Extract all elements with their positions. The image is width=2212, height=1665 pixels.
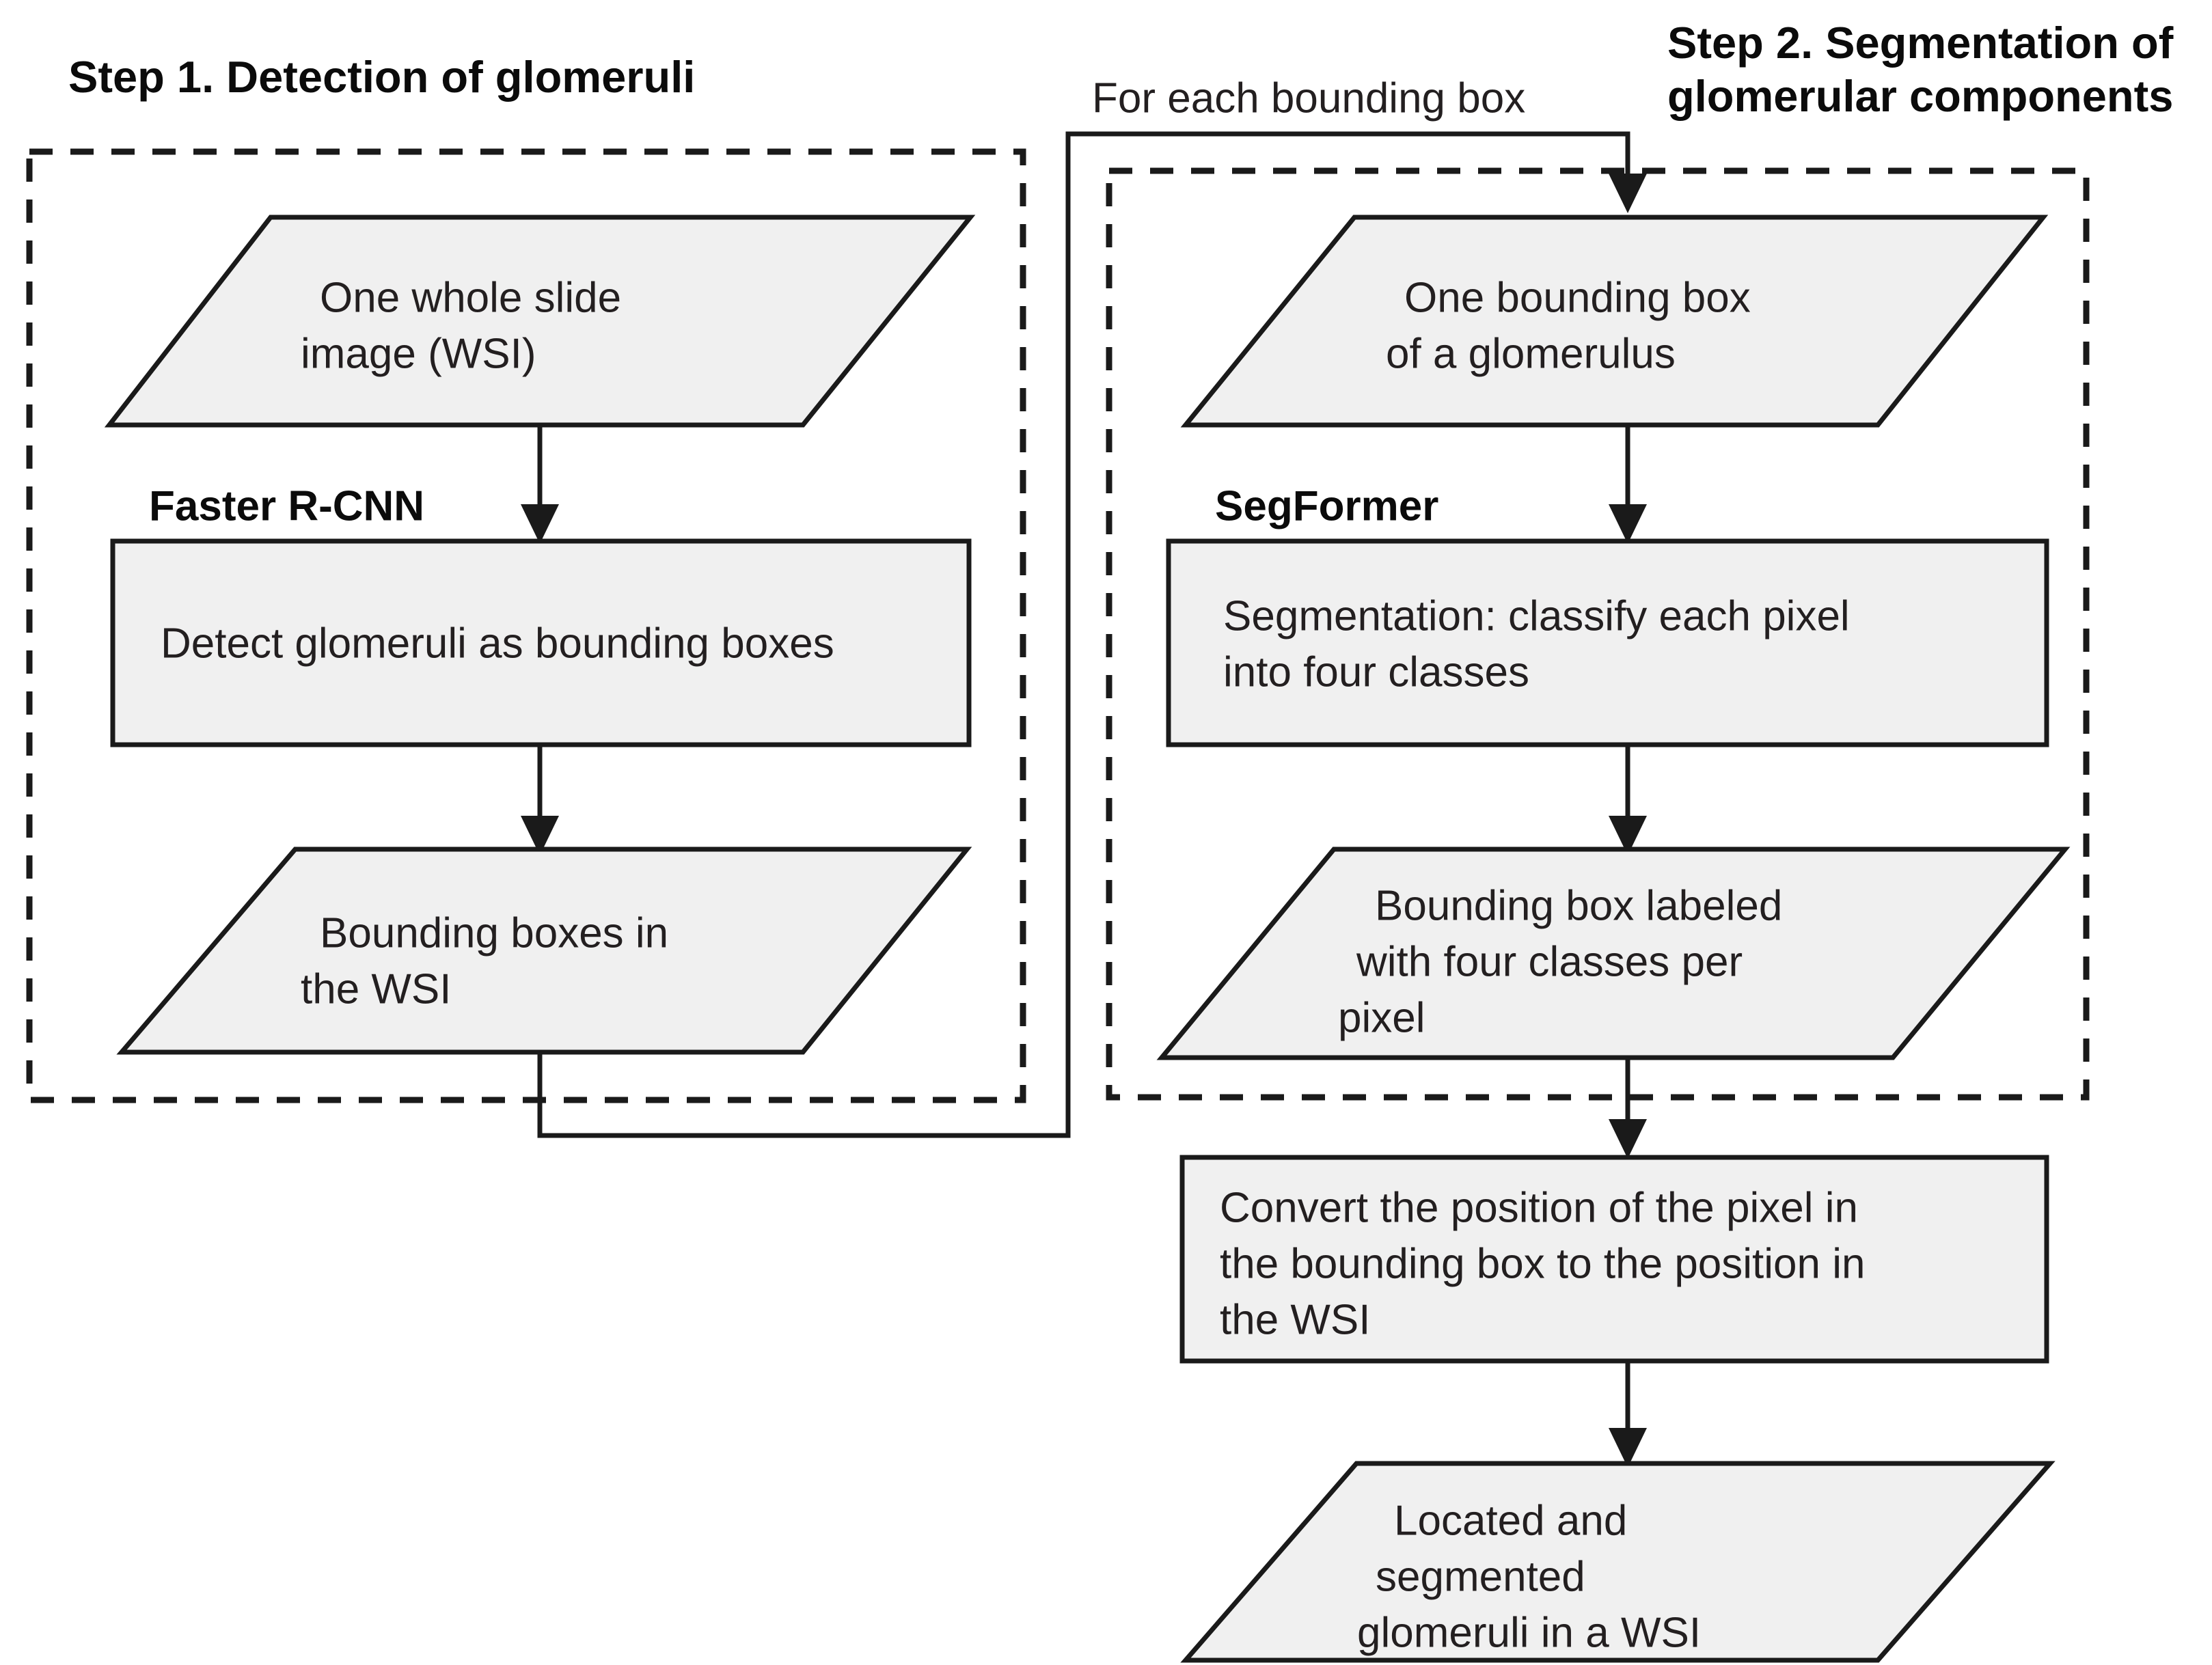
node-one-box-line2: of a glomerulus [1386, 330, 1676, 377]
node-wsi-input-line1: One whole slide [320, 274, 621, 321]
node-wsi-input-shape [104, 215, 976, 428]
node-labeled-box-line3: pixel [1338, 994, 1425, 1041]
node-segmentation-line1: Segmentation: classify each pixel [1223, 592, 1850, 639]
arrow-onebox-to-segmentation-head [1609, 504, 1647, 544]
node-final-output-line1: Located and [1394, 1497, 1627, 1544]
node-final-output-shape [1180, 1461, 2056, 1663]
loop-back-connector [537, 131, 1630, 1138]
segformer-label: SegFormer [1215, 482, 1438, 529]
node-wsi-input-line2: image (WSI) [301, 330, 536, 377]
node-one-box-shape [1180, 215, 2049, 428]
faster-rcnn-label: Faster R-CNN [149, 482, 424, 529]
node-one-box-line1: One bounding box [1404, 274, 1751, 321]
node-segmentation-shape [1166, 538, 2049, 747]
node-final-output-line2: segmented [1376, 1553, 1585, 1600]
loop-label: For each bounding box [1092, 74, 1525, 122]
node-labeled-box-shape [1156, 847, 2071, 1060]
node-boxes-in-wsi-line2: the WSI [301, 965, 452, 1013]
step2-group-box [1106, 167, 2090, 1101]
step2-title-line2: glomerular components [1667, 71, 2173, 121]
node-convert-position-line3: the WSI [1220, 1296, 1371, 1343]
node-boxes-in-wsi-line1: Bounding boxes in [320, 909, 668, 957]
step2-title-line1: Step 2. Segmentation of [1667, 18, 2174, 68]
node-convert-position-line2: the bounding box to the position in [1220, 1240, 1866, 1287]
loop-back-arrowhead [1609, 174, 1647, 213]
node-final-output-line3: glomeruli in a WSI [1357, 1609, 1701, 1656]
node-detect-boxes-line1: Detect glomeruli as bounding boxes [161, 620, 834, 667]
arrow-detect-to-boxes-head [521, 816, 559, 855]
node-detect-boxes-shape [110, 538, 972, 747]
arrow-labeled-to-convert-head [1609, 1119, 1647, 1159]
node-labeled-box-line2: with four classes per [1356, 938, 1743, 985]
arrow-wsi-to-detect-head [521, 504, 559, 544]
arrow-convert-to-final-head [1609, 1428, 1647, 1468]
node-labeled-box-line1: Bounding box labeled [1375, 882, 1782, 929]
arrow-segmentation-to-labeled-head [1609, 816, 1647, 855]
node-segmentation-line2: into four classes [1223, 648, 1529, 696]
node-convert-position-shape [1179, 1155, 2049, 1364]
step1-title: Step 1. Detection of glomeruli [68, 52, 695, 102]
node-boxes-in-wsi-shape [116, 847, 972, 1055]
step1-group-box [26, 148, 1026, 1103]
node-convert-position-line1: Convert the position of the pixel in [1220, 1184, 1858, 1231]
